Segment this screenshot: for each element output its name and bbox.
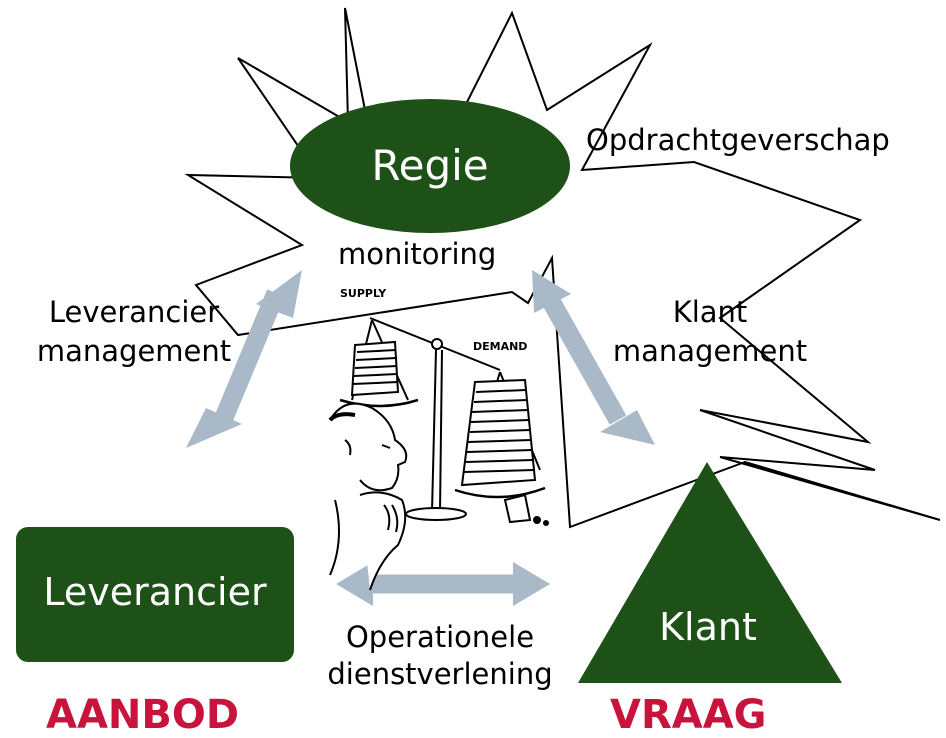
aanbod-label: AANBOD [46, 692, 240, 738]
starburst-outline [184, 7, 941, 529]
operationele-dienstverlening-line2: dienstverlening [327, 657, 553, 691]
demand-label: DEMAND [473, 340, 528, 353]
klant-triangle [578, 462, 842, 683]
arrow-leverancier-regie [186, 270, 302, 448]
leverancier-label: Leverancier [43, 570, 267, 614]
balance-scale-illustration [328, 317, 549, 591]
klant-management-line2: management [612, 334, 808, 368]
supply-label: SUPPLY [340, 287, 387, 300]
monitoring-label: monitoring [338, 237, 497, 271]
klant-label: Klant [659, 605, 757, 649]
vraag-label: VRAAG [610, 692, 767, 738]
regie-ellipse [290, 99, 570, 233]
arrow-regie-klant [532, 270, 655, 445]
opdrachtgeverschap-label: Opdrachtgeverschap [586, 123, 890, 157]
operationele-dienstverlening-line1: Operationele [345, 620, 535, 654]
leverancier-management-line2: management [36, 334, 232, 368]
regie-label: Regie [371, 141, 489, 190]
leverancier-management-line1: Leverancier [48, 295, 220, 329]
leverancier-box [16, 527, 294, 662]
arrow-leverancier-klant [336, 562, 550, 606]
klant-management-line1: Klant [672, 295, 748, 329]
